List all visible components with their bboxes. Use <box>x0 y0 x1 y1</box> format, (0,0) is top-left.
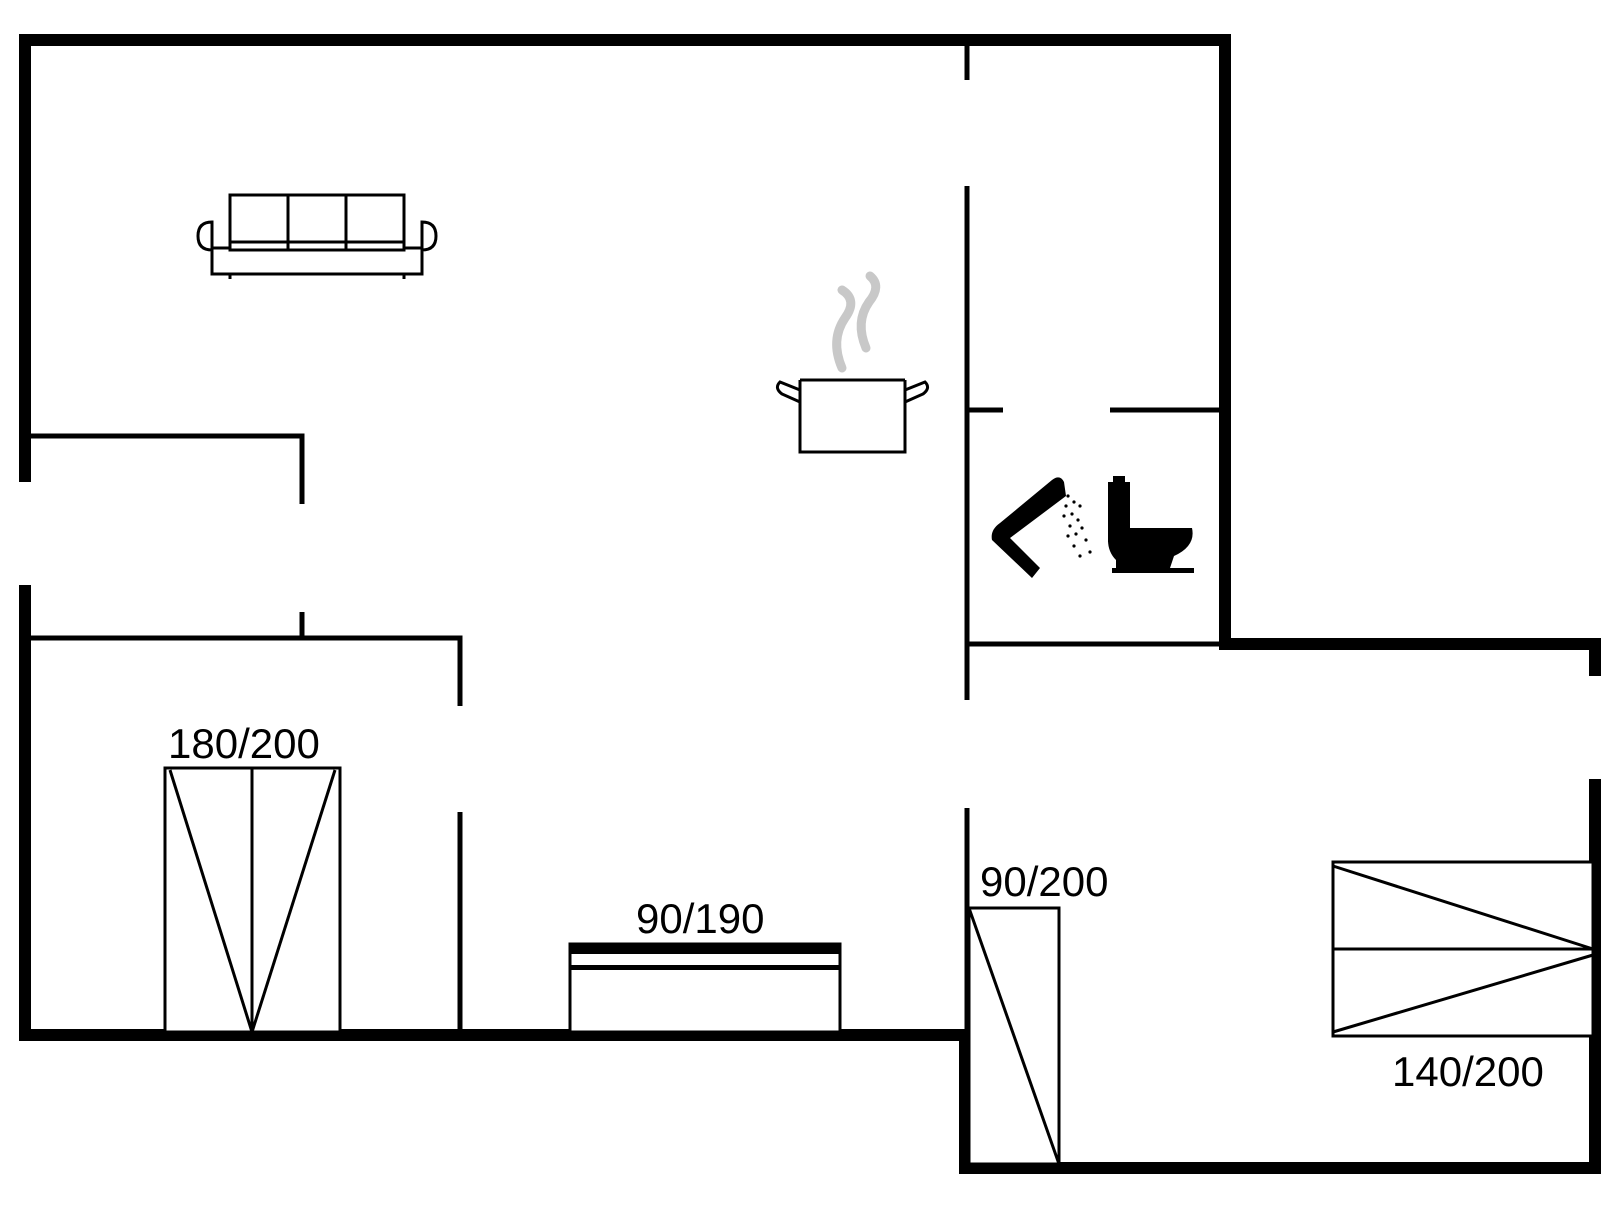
outer-walls <box>19 34 1601 1174</box>
bedroom-wall-top <box>25 635 463 706</box>
single-bed-right: 90/200 <box>967 858 1108 1166</box>
outer-wall-bottom <box>19 585 1601 1174</box>
shower-icon <box>991 477 1092 578</box>
bed-size-label: 90/190 <box>636 895 764 942</box>
double-bed-left: 180/200 <box>163 720 342 1034</box>
closet-wall <box>25 433 305 504</box>
bed-size-label: 140/200 <box>1392 1048 1544 1095</box>
double-bed-right: 140/200 <box>1331 860 1595 1095</box>
toilet-icon <box>1108 476 1194 573</box>
interior-walls <box>25 40 1222 1035</box>
bed-size-label: 180/200 <box>168 720 320 767</box>
sofa-icon <box>196 193 438 279</box>
bed-size-label: 90/200 <box>980 858 1108 905</box>
outer-wall-top <box>19 34 1601 676</box>
cooking-pot-icon <box>775 271 930 454</box>
single-bed-middle: 90/190 <box>568 895 842 1034</box>
